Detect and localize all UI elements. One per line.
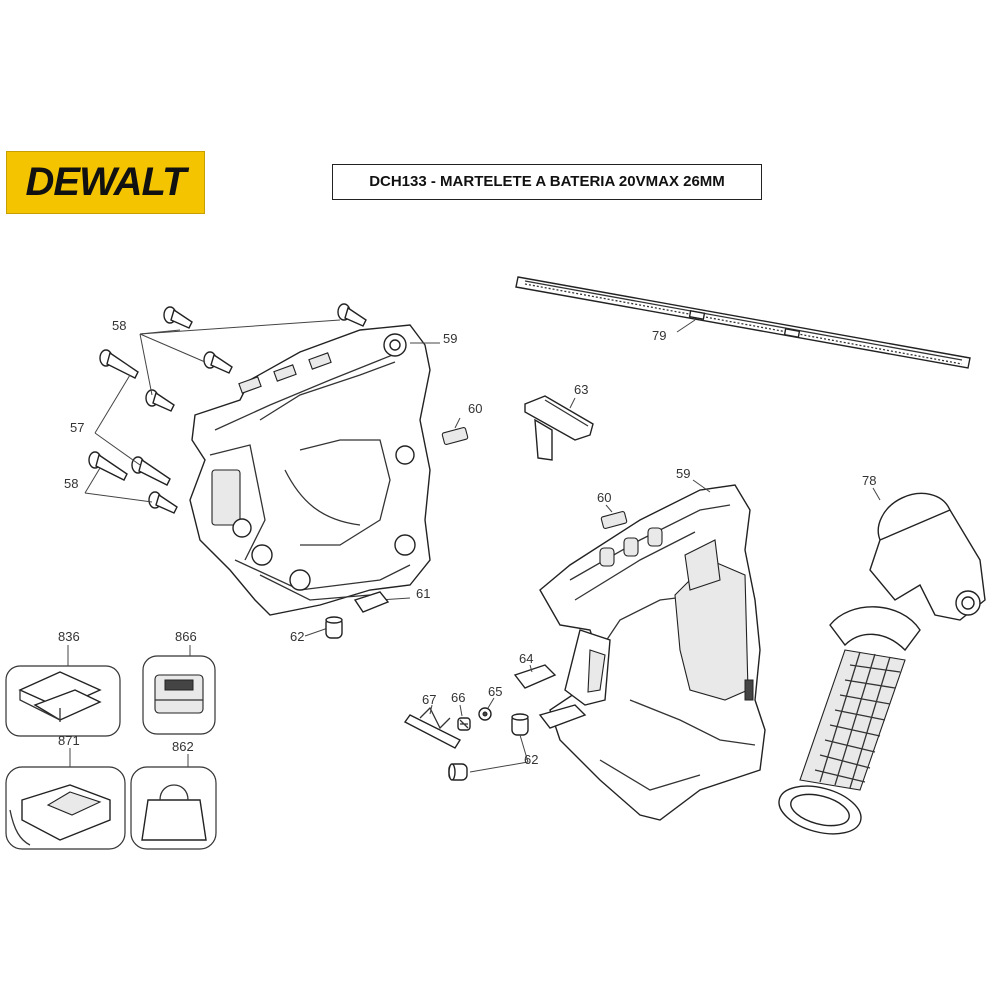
callout-59: 59	[676, 466, 690, 481]
page-title: DCH133 - MARTELETE A BATERIA 20VMAX 26MM	[369, 173, 725, 190]
dewalt-logo: DEWALT	[6, 151, 205, 214]
part-61	[353, 591, 390, 613]
callout-60: 60	[597, 490, 611, 505]
part-62-right-b	[448, 763, 468, 781]
accessory-871-charger	[5, 766, 126, 850]
callout-862: 862	[172, 739, 194, 754]
callout-60: 60	[468, 401, 482, 416]
part-60-right	[600, 510, 628, 530]
screw	[148, 491, 178, 514]
callout-78: 78	[862, 473, 876, 488]
callout-58: 58	[64, 476, 78, 491]
callout-61: 61	[416, 586, 430, 601]
part-67	[403, 706, 462, 749]
callout-63: 63	[574, 382, 588, 397]
callout-871: 871	[58, 733, 80, 748]
title-box: DCH133 - MARTELETE A BATERIA 20VMAX 26MM	[332, 164, 762, 200]
screw	[99, 349, 139, 379]
callout-57: 57	[70, 420, 84, 435]
logo-text: DEWALT	[25, 160, 187, 204]
callout-79: 79	[652, 328, 666, 343]
callout-59: 59	[443, 331, 457, 346]
screws-group	[88, 303, 367, 514]
screw	[145, 389, 175, 412]
part-66	[457, 717, 471, 731]
part-63	[524, 395, 594, 461]
part-62	[325, 616, 343, 639]
callout-62: 62	[524, 752, 538, 767]
callout-58: 58	[112, 318, 126, 333]
callout-65: 65	[488, 684, 502, 699]
part-64	[513, 664, 557, 689]
part-65	[478, 707, 492, 721]
callout-836: 836	[58, 629, 80, 644]
right-housing-half	[538, 484, 766, 821]
callout-67: 67	[422, 692, 436, 707]
part-60	[441, 426, 469, 446]
left-housing-half	[189, 324, 431, 616]
accessory-836-case	[5, 665, 121, 737]
callout-866: 866	[175, 629, 197, 644]
screw	[163, 306, 193, 329]
screw	[131, 456, 171, 486]
callout-64: 64	[519, 651, 533, 666]
callout-66: 66	[451, 690, 465, 705]
accessory-866-battery	[142, 655, 216, 735]
side-handle-78	[778, 492, 986, 835]
accessory-862-bag	[130, 766, 217, 850]
screw	[337, 303, 367, 327]
screw	[88, 451, 128, 481]
part-62-right-a	[511, 713, 529, 736]
screw	[203, 351, 233, 374]
callout-62: 62	[290, 629, 304, 644]
rod-79	[515, 276, 971, 369]
callout-labels: 58 57 58 59 60 61 62 63 79 59 60 78 64 6…	[58, 318, 876, 767]
